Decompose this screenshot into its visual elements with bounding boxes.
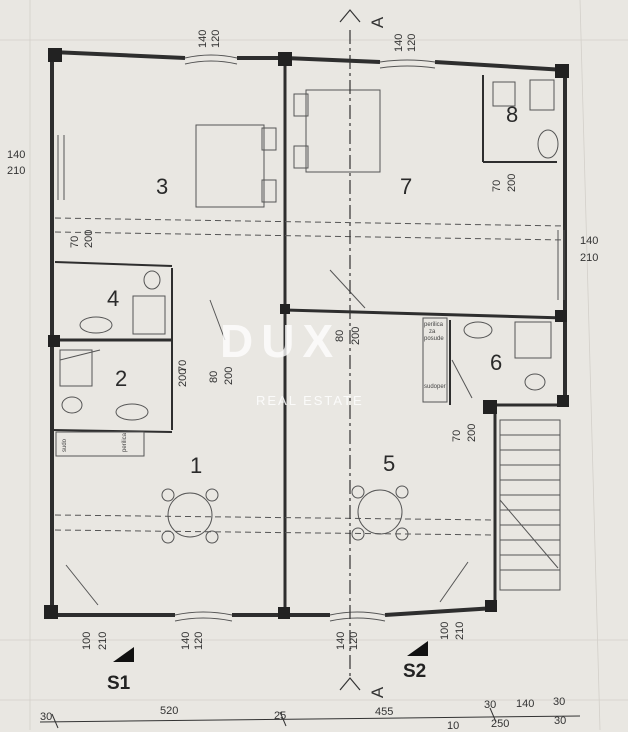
room-number-2: 2 bbox=[115, 366, 128, 391]
kitchen-label-right-a2: za bbox=[429, 329, 436, 335]
watermark-subtitle: REAL ESTATE bbox=[256, 393, 364, 408]
bottom-dim-2: 25 bbox=[274, 710, 287, 722]
windows bbox=[57, 54, 565, 622]
room-number-3: 3 bbox=[156, 174, 169, 199]
window-dim-left-side-a: 140 bbox=[7, 149, 26, 161]
window-dim-bottom-right-a: 140 bbox=[335, 631, 347, 650]
door-dim-bottom-left-b: 210 bbox=[97, 631, 109, 650]
door-dim-center-b: 200 bbox=[350, 326, 362, 345]
window-dim-bottom-right-b: 120 bbox=[348, 631, 360, 650]
kitchen-label-right-a3: posude bbox=[424, 336, 444, 342]
window-dim-top-left-b: 120 bbox=[210, 29, 222, 48]
door-dim-room4-a: 70 bbox=[69, 235, 81, 248]
kitchen-label-left-a: sudo bbox=[62, 438, 68, 452]
door-dim-room4-b: 200 bbox=[83, 229, 95, 248]
room-number-7: 7 bbox=[400, 174, 413, 199]
bottom-dim-7: 250 bbox=[491, 718, 510, 730]
window-dim-right-side-a: 140 bbox=[580, 235, 599, 247]
window-dim-top-right-b: 120 bbox=[406, 33, 418, 52]
window-dim-right-side-b: 210 bbox=[580, 252, 599, 264]
bottom-dim-4: 30 bbox=[484, 699, 497, 711]
bottom-dim-5: 140 bbox=[516, 698, 535, 710]
door-dim-bottom-left-a: 100 bbox=[81, 631, 93, 650]
room-number-6: 6 bbox=[490, 350, 503, 375]
section-triangles bbox=[113, 641, 428, 662]
door-dim-hall-a: 80 bbox=[208, 370, 220, 383]
door-dim-bottom-right-a: 100 bbox=[439, 621, 451, 640]
room-number-1: 1 bbox=[190, 453, 203, 478]
door-dim-bottom-right-b: 210 bbox=[454, 621, 466, 640]
section-label-s1: S1 bbox=[107, 673, 131, 694]
window-dim-bottom-left-a: 140 bbox=[180, 631, 192, 650]
room-number-5: 5 bbox=[383, 451, 396, 476]
door-dim-stair-b: 200 bbox=[466, 423, 478, 442]
door-dim-room2-b: 200 bbox=[177, 368, 189, 387]
door-dim-hall-b: 200 bbox=[223, 366, 235, 385]
bottom-dim-3: 455 bbox=[375, 706, 394, 718]
section-axis-label-bottom: A bbox=[368, 686, 388, 699]
watermark-brand: DUX bbox=[220, 315, 342, 367]
door-dim-room8-a: 70 bbox=[491, 179, 503, 192]
kitchen-label-right-a1: perilica bbox=[424, 322, 444, 328]
window-dim-left-side-b: 210 bbox=[7, 165, 26, 177]
room-number-4: 4 bbox=[107, 286, 120, 311]
window-dim-top-right-a: 140 bbox=[393, 33, 405, 52]
corner-blocks bbox=[44, 48, 569, 619]
axis-markers bbox=[339, 9, 361, 691]
bottom-dim-1: 520 bbox=[160, 705, 179, 717]
section-axis-label-top: A bbox=[368, 16, 388, 29]
bottom-dim-8: 10 bbox=[447, 720, 460, 732]
door-dim-stair-a: 70 bbox=[451, 429, 463, 442]
bottom-dimension-line bbox=[39, 707, 581, 729]
window-dim-bottom-left-b: 120 bbox=[193, 631, 205, 650]
section-label-s2: S2 bbox=[403, 661, 427, 682]
bottom-dim-6: 30 bbox=[553, 696, 566, 708]
room-number-8: 8 bbox=[506, 102, 519, 127]
bottom-dim-9: 30 bbox=[554, 715, 567, 727]
door-dim-room8-b: 200 bbox=[506, 173, 518, 192]
kitchen-label-right-b: sudoper bbox=[424, 384, 446, 390]
kitchen-label-left-b: perilica bbox=[122, 432, 128, 452]
section-lines bbox=[54, 217, 566, 536]
bottom-dim-0: 30 bbox=[40, 711, 53, 723]
window-dim-top-left-a: 140 bbox=[197, 29, 209, 48]
